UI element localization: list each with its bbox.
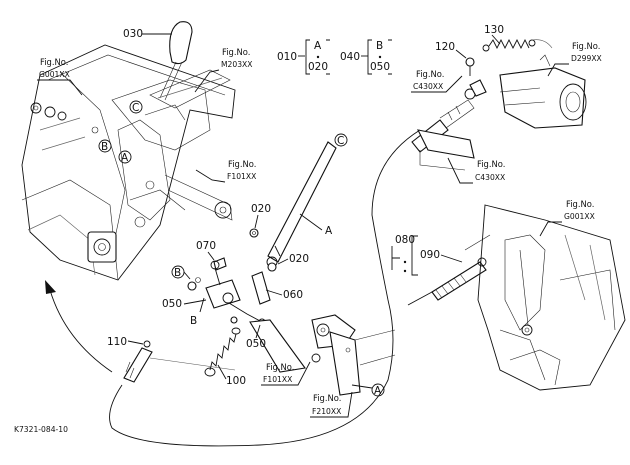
part-callouts: 030 020 020 070 050 060 050 110 100 120 …	[107, 24, 504, 387]
part-number-020-group: 020	[308, 61, 328, 73]
fig-ref-g001-right: Fig.No. G001XX	[539, 199, 595, 237]
part-number-050-group: 050	[370, 61, 390, 73]
svg-text:Fig.No.: Fig.No.	[40, 57, 68, 67]
rod-mark-b: B	[190, 315, 197, 327]
svg-text:F101XX: F101XX	[263, 375, 292, 384]
part-number-020-right: 020	[289, 253, 309, 265]
part-number-010: 010	[277, 51, 297, 63]
part-number-110: 110	[107, 336, 127, 348]
rod-frame-drawing	[407, 204, 626, 391]
fig-ref-f210: Fig.No. F210XX	[310, 391, 353, 418]
connection-arrowhead	[45, 280, 56, 294]
svg-text:F101XX: F101XX	[227, 172, 256, 181]
group-letter-a: A	[314, 40, 322, 52]
part-number-050-left: 050	[162, 298, 182, 310]
fig-ref-f101-bottom: Fig.No. F101XX	[261, 361, 311, 386]
part-number-040: 040	[340, 51, 360, 63]
fig-ref-c430-bottom: Fig.No. C430XX	[447, 157, 505, 184]
svg-text:Fig.No.: Fig.No.	[228, 159, 256, 169]
group-letter-b: B	[376, 40, 383, 52]
svg-text:Fig.No.: Fig.No.	[477, 159, 505, 169]
svg-text:Fig.No.: Fig.No.	[416, 69, 444, 79]
svg-text:G001XX: G001XX	[564, 212, 595, 221]
callout-a-bottom: A	[374, 385, 382, 397]
fig-ref-m203: Fig.No. M203XX	[194, 47, 252, 93]
part-number-100: 100	[226, 375, 246, 387]
shift-lever-drawing	[187, 141, 396, 396]
fig-ref-d299: Fig.No. D299XX	[547, 41, 602, 77]
svg-text:F210XX: F210XX	[312, 407, 341, 416]
part-number-030: 030	[123, 28, 143, 40]
fig-ref-g001-left: Fig.No. G001XX	[37, 57, 83, 96]
svg-text:G001XX: G001XX	[39, 70, 70, 79]
frame-assembly-drawing	[21, 21, 236, 281]
part-number-020-top: 020	[251, 203, 271, 215]
part-number-090: 090	[420, 249, 440, 261]
fig-ref-c430-top: Fig.No. C430XX	[411, 69, 463, 93]
lever-mark-a: A	[325, 225, 333, 237]
part-number-060: 060	[283, 289, 303, 301]
part-number-120: 120	[435, 41, 455, 53]
connection-arrow	[49, 289, 113, 373]
part-number-080: 080	[395, 234, 415, 246]
part-number-070: 070	[196, 240, 216, 252]
callout-a-left: A	[121, 152, 129, 164]
svg-text:D299XX: D299XX	[571, 54, 602, 63]
part-number-050-mid: 050	[246, 338, 266, 350]
callout-c-left: C	[132, 102, 139, 114]
svg-text:Fig.No.: Fig.No.	[266, 362, 294, 372]
group-legend: 010 A 020 040 B 050	[277, 39, 418, 276]
letter-callouts: C B A C A B B A	[98, 100, 385, 397]
part-number-130: 130	[484, 24, 504, 36]
spring-bracket-drawing	[417, 38, 587, 171]
svg-text:Fig.No.: Fig.No.	[222, 47, 250, 57]
callout-c-right: C	[337, 135, 344, 147]
svg-text:M203XX: M203XX	[221, 60, 252, 69]
fig-references: Fig.No. G001XX Fig.No. M203XX Fig.No. F1…	[37, 41, 602, 418]
svg-text:Fig.No.: Fig.No.	[313, 393, 341, 403]
callout-b-mid: B	[174, 267, 181, 279]
svg-text:C430XX: C430XX	[413, 82, 443, 91]
fig-ref-f101-top: Fig.No. F101XX	[195, 159, 256, 183]
svg-text:Fig.No.: Fig.No.	[572, 41, 600, 51]
svg-text:C430XX: C430XX	[475, 173, 505, 182]
callout-b-left: B	[101, 141, 108, 153]
drawing-id: K7321-084-10	[14, 425, 68, 434]
svg-text:Fig.No.: Fig.No.	[566, 199, 594, 209]
